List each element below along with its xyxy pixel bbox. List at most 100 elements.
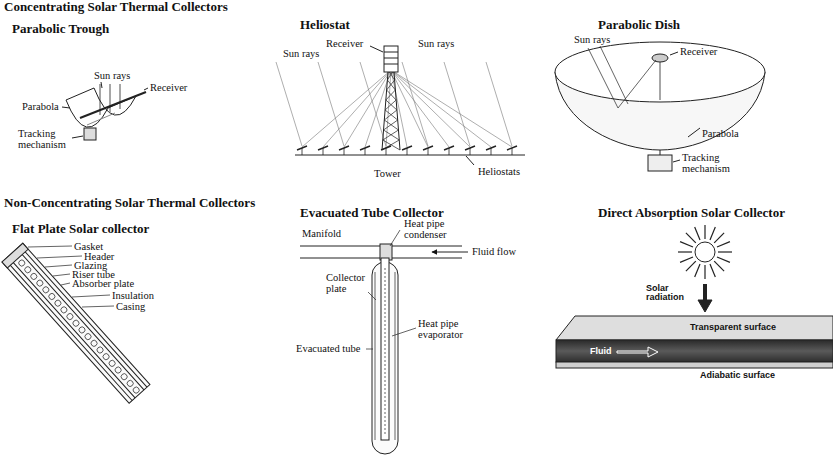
direct-absorption-collector [717,257,730,262]
direct-absorption-collector [704,225,705,239]
direct-absorption-collector [556,316,833,340]
part-label: Parabola [22,101,59,112]
direct-absorption-collector [704,265,705,279]
heliostat-field [302,148,303,155]
part-label: Transparent surface [690,323,776,332]
parabolic-trough [62,82,148,140]
direct-absorption-collector [714,233,724,243]
part-label: Collector plate [326,272,370,294]
parabolic-dish [648,155,672,171]
parabolic-dish [588,46,656,108]
flat-plate-collector [18,259,26,267]
direct-absorption-collector [714,261,724,271]
parabolic-trough [100,84,120,115]
flat-plate-collector [66,312,74,320]
part-label: Sun rays [94,70,130,81]
part-label: Casing [116,301,145,312]
part-label: Insulation [112,290,154,301]
part-label: Receiver [150,82,187,93]
heliostat-field [295,155,525,156]
heliostat-field [449,148,450,155]
part-label: Heat pipe evaporator [418,318,478,340]
flat-plate-collector [90,339,98,347]
parabolic-dish [555,42,765,102]
heliostat-field [391,70,512,147]
heliostat-field [386,100,397,110]
collector-title: Parabolic Trough [12,22,109,36]
parabolic-trough [80,92,146,118]
heliostat-field [385,100,396,110]
part-label: Adiabatic surface [700,371,775,380]
part-label: Receiver [326,38,363,49]
part-label: Absorber plate [72,278,134,289]
heliostat-field [276,62,302,146]
direct-absorption-collector [710,264,715,277]
direct-absorption-collector [717,242,730,247]
heliostat-field [385,110,398,120]
part-label: Solar radiation [646,284,694,303]
direct-absorption-collector [686,233,696,243]
heliostat-field [512,148,513,155]
collector-title: Direct Absorption Solar Collector [598,206,785,220]
evacuated-tube-collector [432,252,468,253]
heliostat-field [386,148,387,155]
flat-plate-collector [54,299,62,307]
direct-absorption-collector [695,264,700,277]
flat-plate-collector [96,346,104,354]
heliostat-field [384,110,397,120]
evacuated-tube-collector [375,272,395,440]
evacuated-tube-collector [385,268,386,436]
evacuated-tube-collector [381,258,389,440]
flat-plate-collector [120,373,128,381]
part-label: Sun rays [283,48,319,59]
section-heading: Non-Concentrating Solar Thermal Collecto… [4,196,255,210]
heliostat-field [382,70,400,150]
heliostat-field [444,62,470,146]
flat-plate-collector [42,286,50,294]
part-label: Tracking mechanism [18,128,70,150]
heliostat-field [486,62,512,146]
evacuated-tube-collector [366,230,416,349]
flat-plate-collector [126,379,134,387]
section-heading: Concentrating Solar Thermal Collectors [4,0,228,14]
parabolic-dish [660,150,661,155]
collector-title: Parabolic Dish [598,18,680,32]
heliostat-field [402,62,428,146]
direct-absorption-collector [617,347,658,357]
parabolic-dish [652,54,668,62]
heliostat-field [384,120,398,130]
parabolic-trough [84,128,96,140]
direct-absorption-collector [695,227,700,240]
flat-plate-collector [60,306,68,314]
heliostat-field [302,70,391,147]
flat-plate-collector [5,246,147,401]
heliostat-field [276,46,525,165]
part-label: Heliostats [478,166,520,177]
heliostat-field [387,80,395,90]
flat-plate-collector [2,243,150,403]
part-label: Sun rays [418,38,454,49]
heliostat-field [344,70,391,147]
heliostat-field [318,62,344,146]
flat-plate-collector [102,352,110,360]
part-label: Tracking mechanism [682,152,738,174]
heliostat-field [384,52,398,64]
part-label: Tower [374,168,401,179]
flat-plate-collector [24,265,32,273]
heliostat-field [297,146,517,155]
flat-plate-collector [108,359,116,367]
heliostat-field [383,130,399,140]
heliostat-field [384,120,398,130]
parabolic-dish [555,42,765,171]
direct-absorption-collector [686,261,696,271]
heliostat-field [384,46,398,72]
parabolic-trough [87,113,115,125]
part-label: Manifold [302,228,341,239]
direct-absorption-collector [680,242,693,247]
direct-absorption-collector [695,242,715,262]
flat-plate-collector [36,279,44,287]
flat-plate-collector [2,243,150,403]
heliostat-field [491,148,492,155]
heliostat-field [370,46,474,165]
flat-plate-collector [132,386,140,394]
